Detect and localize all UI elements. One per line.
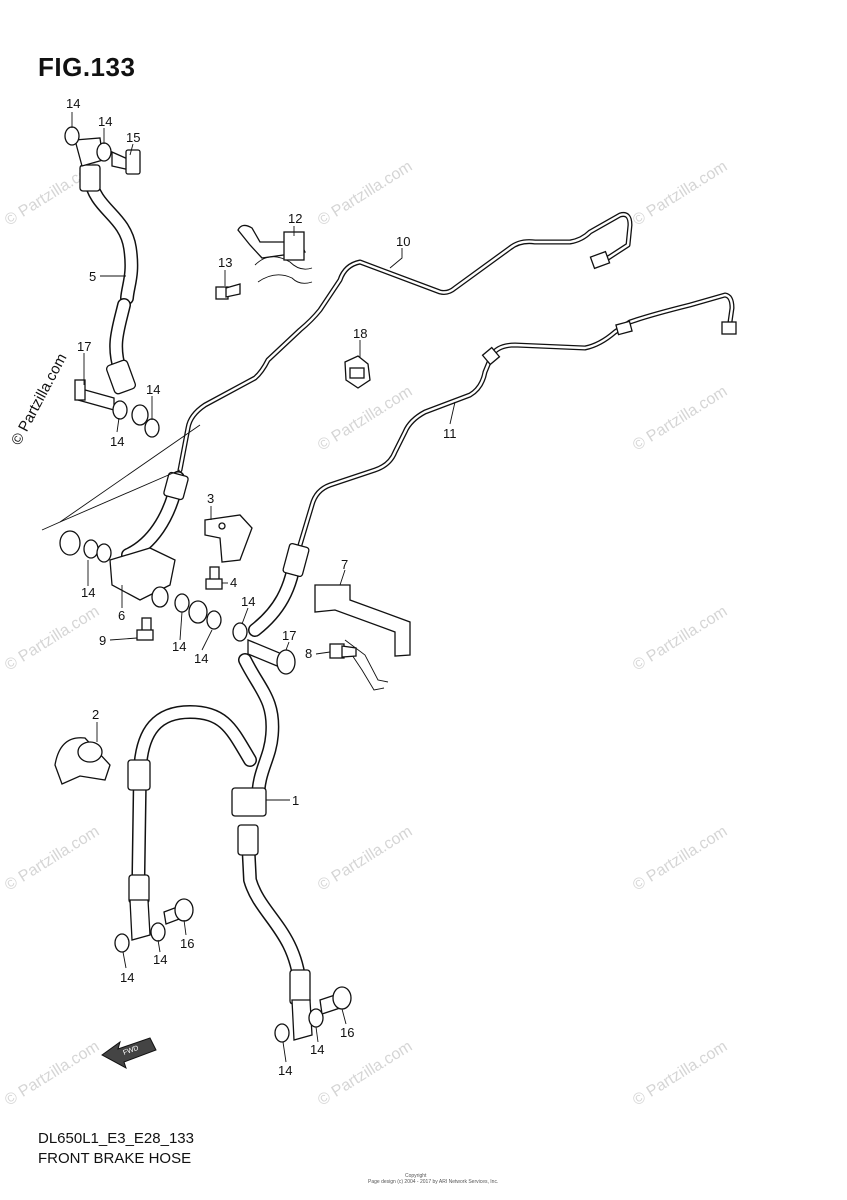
washer bbox=[150, 922, 166, 942]
brake-hose-pipe-11-lower bbox=[248, 542, 310, 637]
callout-14: 14 bbox=[310, 1042, 324, 1057]
callout-14: 14 bbox=[120, 970, 134, 985]
callout-1: 1 bbox=[292, 793, 299, 808]
clamp-2[interactable] bbox=[54, 737, 111, 785]
clip-18[interactable] bbox=[344, 355, 371, 389]
washer bbox=[308, 1008, 324, 1028]
callout-14: 14 bbox=[278, 1063, 292, 1078]
callout-5: 5 bbox=[89, 269, 96, 284]
callout-17: 17 bbox=[282, 628, 296, 643]
forward-arrow-icon: FWD bbox=[101, 1037, 157, 1070]
callout-6: 6 bbox=[118, 608, 125, 623]
copyright-notice: Page design (c) 2004 - 2017 by ARI Netwo… bbox=[368, 1179, 499, 1185]
callout-14: 14 bbox=[81, 585, 95, 600]
callout-14: 14 bbox=[66, 96, 80, 111]
washer bbox=[96, 142, 112, 162]
washer bbox=[206, 610, 222, 630]
callout-16: 16 bbox=[340, 1025, 354, 1040]
callout-12: 12 bbox=[288, 211, 302, 226]
bolt-8[interactable] bbox=[329, 643, 357, 659]
callout-17: 17 bbox=[77, 339, 91, 354]
section-title: FRONT BRAKE HOSE bbox=[38, 1150, 192, 1167]
brake-pipe-11[interactable] bbox=[297, 292, 737, 548]
clamp-12[interactable] bbox=[237, 224, 313, 284]
washer bbox=[232, 622, 248, 642]
figure-title: FIG.133 bbox=[38, 52, 136, 82]
callout-8: 8 bbox=[305, 646, 312, 661]
brake-hose-lower-1[interactable] bbox=[127, 653, 313, 1041]
callout-7: 7 bbox=[341, 557, 348, 572]
joint-6[interactable] bbox=[59, 530, 190, 613]
callout-4: 4 bbox=[230, 575, 237, 590]
leader-lines bbox=[41, 112, 456, 1063]
callout-13: 13 bbox=[218, 255, 232, 270]
bolt-9[interactable] bbox=[136, 617, 154, 641]
callout-14: 14 bbox=[241, 594, 255, 609]
copyright-label: Copyright bbox=[405, 1173, 427, 1179]
union-bolt-16-right[interactable] bbox=[319, 986, 352, 1015]
washer bbox=[112, 400, 128, 420]
callout-11: 11 bbox=[443, 426, 457, 441]
union-bolt bbox=[74, 379, 115, 411]
washer bbox=[114, 933, 130, 953]
callout-14: 14 bbox=[146, 382, 160, 397]
fitting bbox=[188, 600, 208, 624]
washer bbox=[64, 126, 80, 146]
brake-pipe-10[interactable] bbox=[177, 212, 633, 473]
bolt-4[interactable] bbox=[205, 566, 223, 590]
union-bolt-17[interactable] bbox=[247, 639, 296, 675]
callout-14: 14 bbox=[172, 639, 186, 654]
callout-14: 14 bbox=[110, 434, 124, 449]
fitting bbox=[131, 404, 149, 426]
callout-2: 2 bbox=[92, 707, 99, 722]
callout-3: 3 bbox=[207, 491, 214, 506]
brake-hose-upper[interactable] bbox=[74, 137, 139, 395]
model-code: DL650L1_E3_E28_133 bbox=[38, 1130, 194, 1147]
callout-14: 14 bbox=[153, 952, 167, 967]
brake-hose-pipe-10-lower bbox=[121, 471, 189, 562]
bracket-7[interactable] bbox=[314, 584, 411, 691]
callout-10: 10 bbox=[396, 234, 410, 249]
callout-16: 16 bbox=[180, 936, 194, 951]
bracket-3[interactable] bbox=[204, 514, 253, 563]
callout-15: 15 bbox=[126, 130, 140, 145]
washer bbox=[144, 418, 160, 438]
washer bbox=[274, 1023, 290, 1043]
callout-18: 18 bbox=[353, 326, 367, 341]
union-bolt bbox=[111, 149, 141, 175]
union-bolt-16-left[interactable] bbox=[163, 898, 194, 925]
callout-14: 14 bbox=[194, 651, 208, 666]
callout-14: 14 bbox=[98, 114, 112, 129]
bolt-13[interactable] bbox=[215, 283, 241, 300]
callout-9: 9 bbox=[99, 633, 106, 648]
